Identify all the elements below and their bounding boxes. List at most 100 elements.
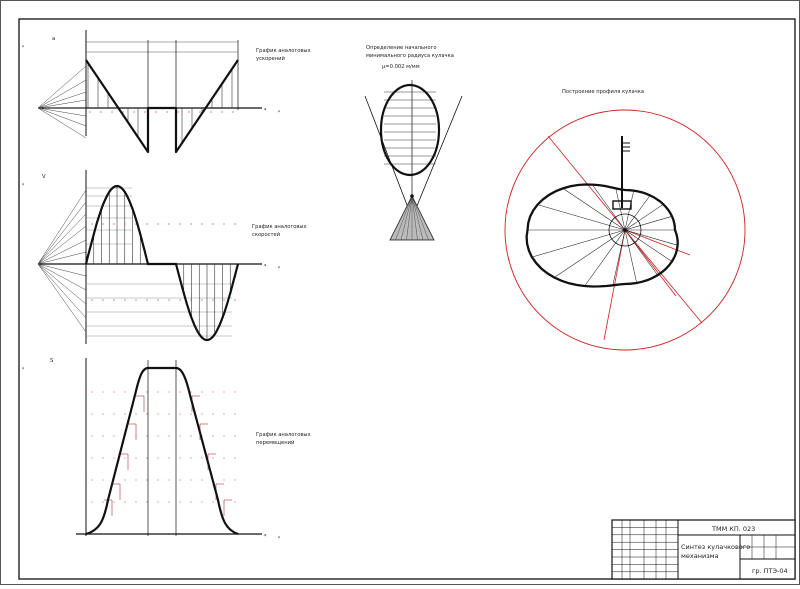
- vel-pole-ray: [37, 189, 87, 265]
- cam-base-circle: [608, 213, 642, 247]
- disp-dot: [91, 479, 93, 481]
- acceleration-graph: a μ φ μ График аналоговых ускорений: [22, 30, 311, 154]
- acc-dot: [133, 111, 135, 113]
- disp-dot: [146, 413, 148, 415]
- acc-dot: [122, 111, 124, 113]
- title-block-code: ТММ КП. 023: [711, 525, 755, 533]
- radius-hatch-line: [411, 195, 429, 241]
- vel-dot: [179, 223, 181, 225]
- vel-division-dots: [91, 223, 236, 301]
- cam-ray: [591, 184, 626, 231]
- disp-dot: [113, 413, 115, 415]
- vel-pole-ray: [37, 251, 87, 265]
- disp-phi-label: φ: [264, 533, 267, 537]
- acc-dot: [199, 111, 201, 113]
- acc-pole-ray: [37, 107, 87, 127]
- disp-dot: [124, 413, 126, 415]
- disp-dot: [168, 457, 170, 459]
- disp-dot: [190, 501, 192, 503]
- radius-center-point: [410, 194, 414, 198]
- vel-axis-label: V: [42, 174, 46, 180]
- vel-dot: [234, 299, 236, 301]
- disp-dot: [201, 501, 203, 503]
- disp-dot: [190, 391, 192, 393]
- acc-dot: [177, 111, 179, 113]
- disp-dot: [234, 391, 236, 393]
- acc-dot: [221, 111, 223, 113]
- radius-tangent-left: [364, 95, 413, 219]
- disp-dot: [190, 413, 192, 415]
- disp-dot: [212, 501, 214, 503]
- cam-ray: [584, 229, 626, 287]
- disp-axis-label: S: [50, 358, 53, 364]
- acc-dot: [232, 111, 234, 113]
- cam-construction-lines: [547, 135, 703, 341]
- disp-dot: [113, 501, 115, 503]
- disp-dot: [146, 435, 148, 437]
- disp-dot: [190, 457, 192, 459]
- acc-phi-label: φ: [264, 107, 267, 111]
- vel-dot: [124, 299, 126, 301]
- acc-dot: [100, 111, 102, 113]
- vel-dot: [113, 299, 115, 301]
- disp-dot: [102, 457, 104, 459]
- disp-dot: [124, 457, 126, 459]
- cam-ray: [624, 229, 658, 276]
- vel-pole-ray: [37, 263, 87, 319]
- disp-dot: [135, 413, 137, 415]
- disp-dot: [179, 479, 181, 481]
- cam-ray: [624, 195, 651, 231]
- disp-scale-label: μ: [22, 366, 25, 370]
- vel-dot: [201, 299, 203, 301]
- disp-dot: [212, 413, 214, 415]
- disp-dot: [157, 479, 159, 481]
- title-block-grid: [612, 520, 795, 579]
- vel-title-line2: скоростей: [252, 231, 280, 238]
- acc-curve: [85, 59, 239, 154]
- cam-ray: [624, 229, 637, 284]
- cam-ray: [624, 190, 634, 231]
- disp-dot: [135, 501, 137, 503]
- disp-dot: [168, 435, 170, 437]
- radius-hatch-line: [400, 195, 413, 241]
- disp-dot: [223, 457, 225, 459]
- disp-dot: [91, 435, 93, 437]
- radius-title-line1: Определение начального: [366, 45, 437, 51]
- vel-dot: [102, 223, 104, 225]
- disp-dot: [234, 413, 236, 415]
- vel-pole-ray: [37, 263, 87, 277]
- disp-dot: [157, 501, 159, 503]
- disp-dot: [91, 501, 93, 503]
- vel-x-label: μ: [278, 265, 281, 269]
- vel-pole-ray: [37, 263, 87, 305]
- cam-ray: [624, 204, 664, 231]
- disp-dot: [113, 457, 115, 459]
- disp-dot: [124, 391, 126, 393]
- vel-dot: [157, 299, 159, 301]
- follower-roller: [612, 200, 632, 210]
- vel-dot: [102, 299, 104, 301]
- disp-dot: [234, 435, 236, 437]
- acc-pole-ray: [37, 79, 87, 109]
- disp-dot: [124, 479, 126, 481]
- disp-dot: [102, 435, 104, 437]
- vel-scale-label: μ: [22, 182, 25, 186]
- vel-title-line1: График аналоговых: [252, 224, 307, 230]
- disp-dot: [201, 391, 203, 393]
- disp-dot: [91, 391, 93, 393]
- disp-dot: [179, 435, 181, 437]
- vel-pole-ray: [37, 263, 87, 291]
- disp-x-label: μ: [278, 535, 281, 539]
- disp-dot: [168, 501, 170, 503]
- disp-dot: [223, 391, 225, 393]
- disp-dot: [146, 479, 148, 481]
- disp-dot: [168, 413, 170, 415]
- acc-dot: [166, 111, 168, 113]
- vel-dot: [135, 299, 137, 301]
- vel-dot: [201, 223, 203, 225]
- disp-dot: [234, 501, 236, 503]
- cam-radial-rays: [527, 184, 678, 287]
- acc-dot: [188, 111, 190, 113]
- disp-dot: [157, 457, 159, 459]
